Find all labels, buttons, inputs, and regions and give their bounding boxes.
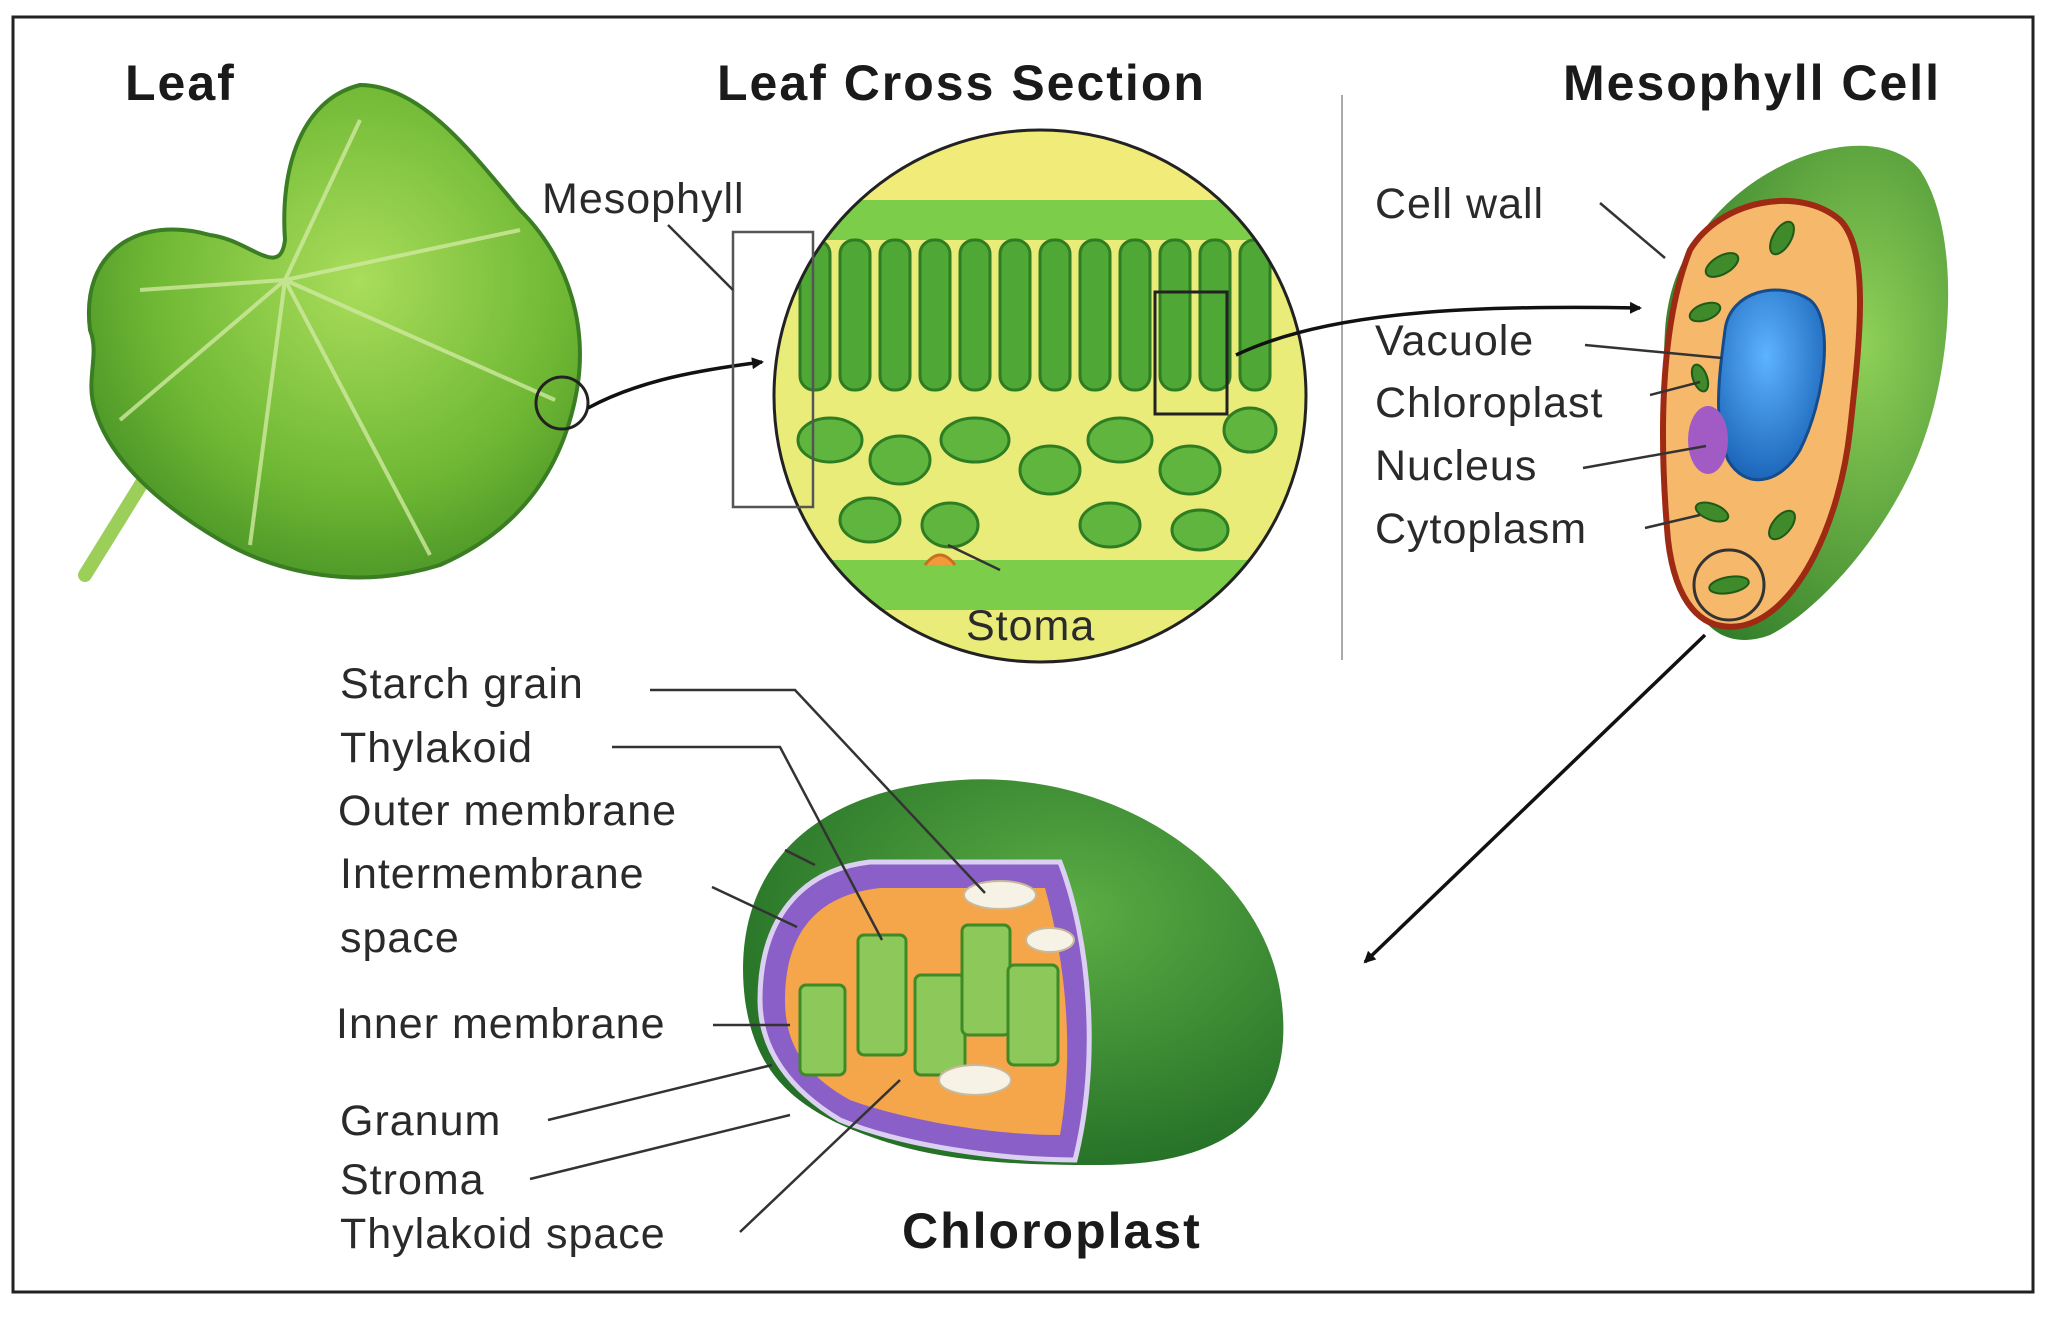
label-thylakoid: Thylakoid [340, 724, 533, 772]
label-inner-membrane: Inner membrane [336, 1000, 666, 1048]
section-to-cell-arrow [1235, 301, 1642, 357]
leaf-to-section-arrow [587, 357, 764, 410]
cell-to-chloroplast-arrow [1363, 633, 1707, 964]
title-leaf: Leaf [125, 55, 236, 111]
leader-lines [529, 202, 1723, 1233]
label-stroma: Stroma [340, 1156, 485, 1204]
mesophyll-bracket [731, 230, 815, 509]
label-cytoplasm: Cytoplasm [1375, 505, 1587, 553]
label-mesophyll: Mesophyll [542, 175, 745, 223]
cell-highlight-box [1153, 290, 1229, 416]
chloroplast-illustration [743, 779, 1284, 1165]
label-vacuole: Vacuole [1375, 317, 1534, 365]
chloroplast-sample-circle [1692, 548, 1766, 622]
label-intermembrane-space: space [340, 914, 460, 962]
title-leaf-cross-section: Leaf Cross Section [717, 55, 1206, 111]
title-chloroplast: Chloroplast [902, 1203, 1202, 1259]
label-cell-wall: Cell wall [1375, 180, 1544, 228]
label-nucleus: Nucleus [1375, 442, 1537, 490]
leaf-illustration [78, 82, 590, 582]
label-thylakoid-space: Thylakoid space [340, 1210, 666, 1258]
label-granum: Granum [340, 1097, 501, 1145]
label-outer-membrane: Outer membrane [338, 787, 677, 835]
leaf-sample-circle [534, 375, 590, 431]
label-starch-grain: Starch grain [340, 660, 584, 708]
label-intermembrane: Intermembrane [340, 850, 645, 898]
label-chloroplast-organelle: Chloroplast [1375, 379, 1604, 427]
label-stoma: Stoma [966, 602, 1095, 650]
mesophyll-cell-illustration [1660, 145, 1949, 640]
title-mesophyll-cell: Mesophyll Cell [1563, 55, 1941, 111]
